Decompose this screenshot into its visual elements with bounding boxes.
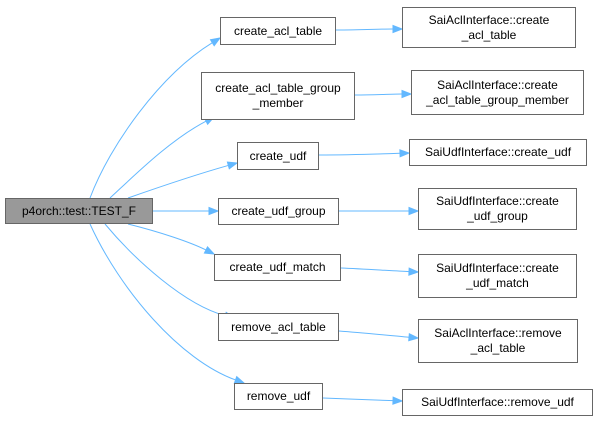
node-label-line: SaiUdfInterface::create_udf <box>424 145 572 159</box>
node-saiaclinterface-create-acl-table[interactable]: SaiAclInterface::create _acl_table <box>402 7 576 48</box>
edge-root-to-callee-4 <box>127 223 207 251</box>
node-label-line: SaiAclInterface::create <box>437 77 558 92</box>
edge-root-to-callee-0-arrowhead <box>209 37 222 47</box>
node-saiudfinterface-create-udf-match[interactable]: SaiUdfInterface::create _udf_match <box>418 254 577 298</box>
node-saiaclinterface-remove-acl-table[interactable]: SaiAclInterface::remove _acl_table <box>418 319 578 363</box>
edge-callee-to-target-1 <box>354 93 403 96</box>
node-label-line: _acl_table <box>470 341 526 355</box>
node-label-line: remove_udf <box>246 389 311 403</box>
edge-callee-to-target-4-arrowhead <box>408 267 420 276</box>
node-label-line: create_udf <box>249 148 307 163</box>
node-label-line: SaiUdfInterface::remove_udf <box>421 395 574 409</box>
edge-callee-to-target-5-arrowhead <box>408 332 420 342</box>
edge-root-to-callee-3-arrowhead <box>208 206 220 216</box>
node-label-line: SaiUdfInterface::create <box>436 194 559 208</box>
node-label-line: SaiAclInterface::remove <box>434 326 562 340</box>
node-create-acl-table[interactable]: create_acl_table <box>220 17 336 45</box>
node-label: p4orch::test::TEST_F <box>21 203 137 218</box>
edge-root-to-callee-6 <box>89 223 236 381</box>
edge-root-to-callee-2-arrowhead <box>226 161 239 170</box>
node-create-udf-group[interactable]: create_udf_group <box>218 198 339 225</box>
edge-root-to-callee-0 <box>89 42 213 199</box>
node-label-line: create_acl_table_group <box>215 81 341 95</box>
edge-callee-to-target-1-arrowhead <box>401 89 413 99</box>
node-p4orch-test-test-f[interactable]: p4orch::test::TEST_F <box>5 198 153 224</box>
edge-callee-to-target-0 <box>335 28 394 31</box>
edge-root-to-callee-1 <box>109 120 207 199</box>
edge-callee-to-target-6 <box>322 397 394 402</box>
node-label-line: create_udf_group <box>231 204 326 218</box>
node-label-line: _member <box>252 96 304 110</box>
node-label-line: _udf_group <box>467 209 528 223</box>
edge-root-to-callee-4-arrowhead <box>203 245 216 255</box>
edge-callee-to-target-5 <box>338 330 410 338</box>
node-saiaclinterface-create-acl-table-group-member[interactable]: SaiAclInterface::create _acl_table_group… <box>411 70 584 115</box>
node-label-line: SaiUdfInterface::create <box>436 261 559 275</box>
node-create-acl-table-group-member[interactable]: create_acl_table_group _member <box>201 72 355 120</box>
node-create-udf[interactable]: create_udf <box>237 142 319 170</box>
node-label-line: _acl_table <box>461 27 517 42</box>
node-label-line: create_udf_match <box>229 260 326 274</box>
node-saiudfinterface-remove-udf[interactable]: SaiUdfInterface::remove_udf <box>402 389 593 416</box>
node-remove-acl-table[interactable]: remove_acl_table <box>218 313 339 341</box>
node-saiudfinterface-create-udf-group[interactable]: SaiUdfInterface::create _udf_group <box>418 188 577 230</box>
edge-callee-to-target-3-arrowhead <box>408 206 420 216</box>
node-label-line: remove_acl_table <box>231 319 326 334</box>
node-label-line: _acl_table_group_member <box>426 92 569 107</box>
edge-callee-to-target-0-arrowhead <box>392 24 404 34</box>
node-label-line: create_acl_table <box>233 23 323 38</box>
edge-root-to-callee-2 <box>127 164 229 199</box>
node-create-udf-match[interactable]: create_udf_match <box>214 254 341 281</box>
node-remove-udf[interactable]: remove_udf <box>234 383 323 410</box>
edge-callee-to-target-6-arrowhead <box>392 396 404 405</box>
node-label-line: SaiAclInterface::create <box>428 12 550 27</box>
node-label-line: _udf_match <box>466 276 529 290</box>
node-saiudfinterface-create-udf[interactable]: SaiUdfInterface::create_udf <box>409 139 587 166</box>
edge-callee-to-target-2-arrowhead <box>399 149 411 158</box>
edge-callee-to-target-4 <box>340 267 410 273</box>
edge-callee-to-target-2 <box>318 152 401 156</box>
edge-root-to-callee-5 <box>104 223 226 317</box>
